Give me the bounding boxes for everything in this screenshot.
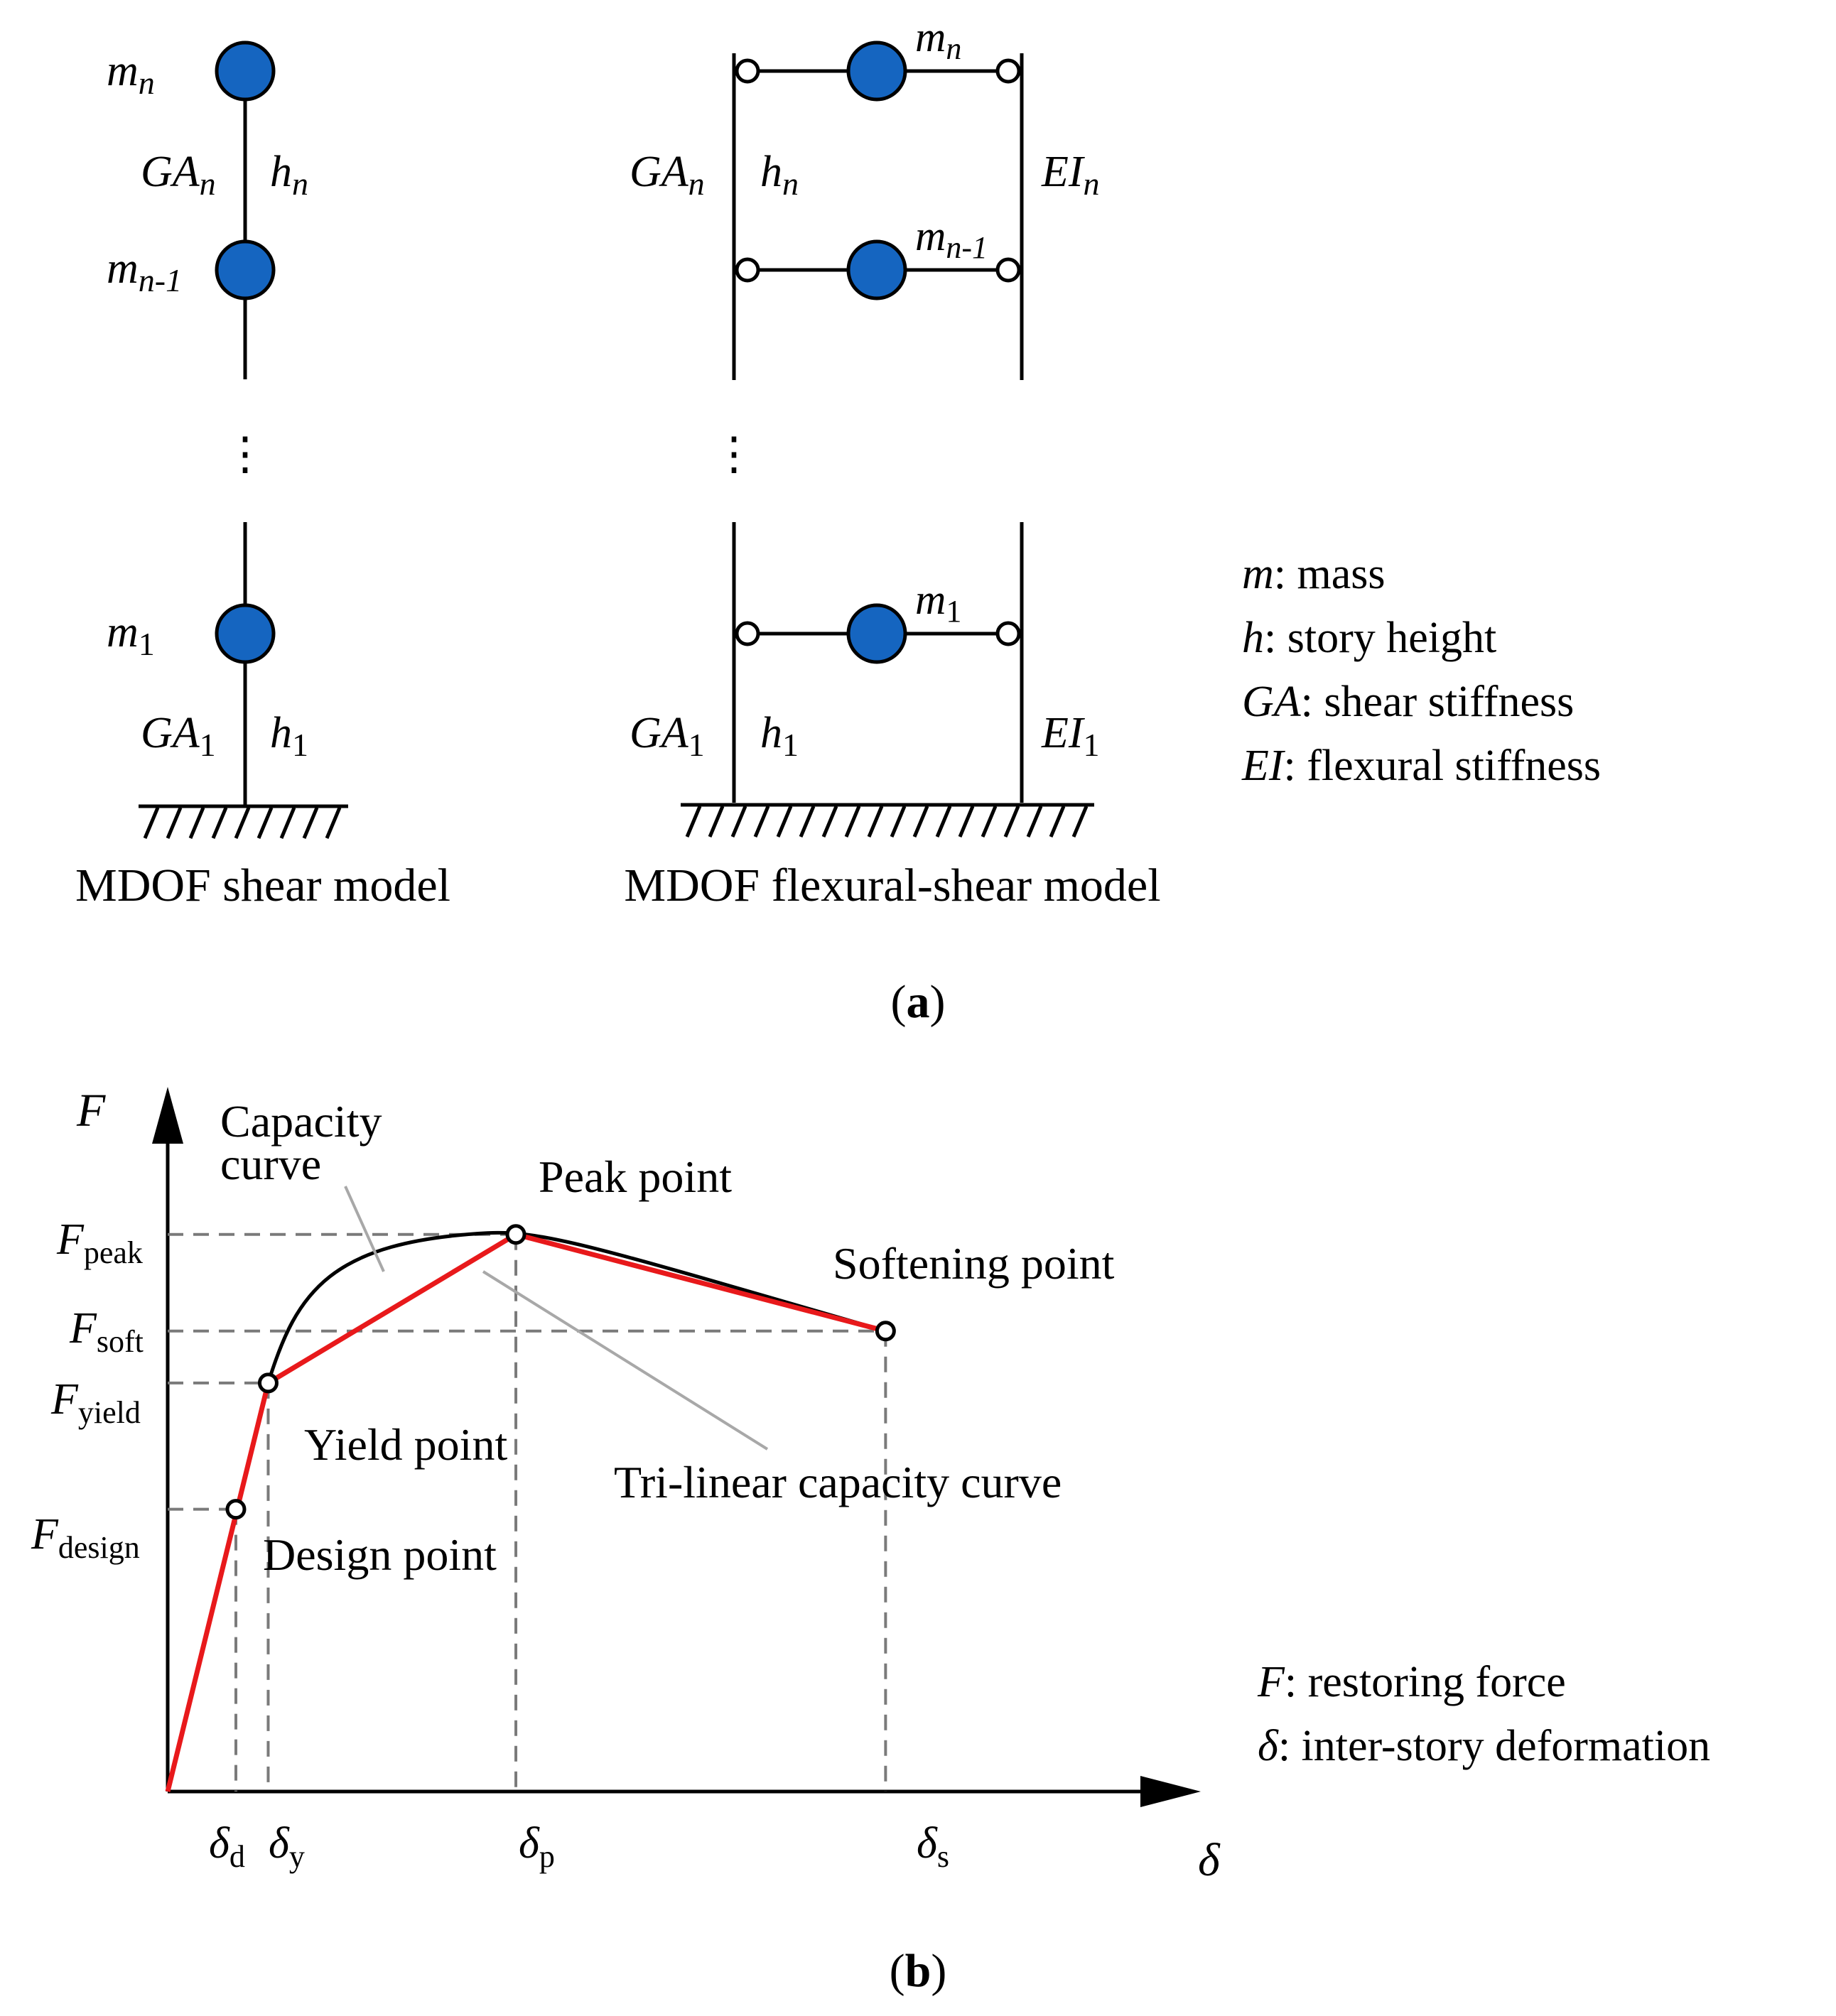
- flexural-flex-bottom-label: EI1: [1041, 709, 1100, 763]
- shear-ground-hatch: [143, 807, 342, 839]
- x-tick-delta-p: δp: [519, 1819, 555, 1874]
- design-point-marker: [225, 1499, 247, 1520]
- peak-point-marker: [505, 1224, 526, 1245]
- capacity-curve-leader: [344, 1186, 385, 1272]
- softening-point-marker: [875, 1321, 896, 1342]
- annotation-yield-point: Yield point: [304, 1419, 507, 1470]
- panel-a: ⋮ mn GAn hn mn-1 m1 GA1 h1 MDOF shear mo…: [75, 13, 1601, 1028]
- x-tick-delta-y: δy: [269, 1819, 305, 1874]
- legend-b-deformation: δ: inter-story deformation: [1258, 1722, 1710, 1770]
- panel-b: F δ Fpeak Fsoft Fyield Fdesign δd δy δp …: [31, 1085, 1710, 1997]
- flexural-pin-bottom-right: [995, 621, 1021, 646]
- flexural-pin-bottom-left: [735, 621, 760, 646]
- trilinear-curve-leader: [482, 1270, 769, 1451]
- y-tick-f-design: Fdesign: [31, 1510, 140, 1565]
- y-tick-f-yield: Fyield: [50, 1375, 141, 1430]
- shear-model-caption: MDOF shear model: [75, 860, 450, 911]
- shear-stiffness-bottom-label: GA1: [141, 709, 216, 763]
- annotation-capacity-curve-2: curve: [220, 1139, 321, 1189]
- x-tick-delta-s: δs: [917, 1819, 949, 1874]
- shear-height-top-label: hn: [270, 148, 308, 202]
- legend-b-force: F: restoring force: [1257, 1658, 1566, 1706]
- flexural-model-caption: MDOF flexural-shear model: [624, 860, 1160, 911]
- shear-ellipsis: ⋮: [222, 428, 268, 479]
- flexural-stiffness-top-label: GAn: [630, 148, 705, 202]
- flexural-ground-hatch: [685, 806, 1089, 838]
- y-axis-arrow: [152, 1087, 183, 1144]
- panel-a-legend: m: mass h: story height GA: shear stiffn…: [1241, 550, 1601, 790]
- guide-lines: [168, 1232, 887, 1792]
- flexural-pin-top-left: [735, 58, 760, 84]
- panel-a-label: (a): [891, 976, 946, 1028]
- flexural-mass-mid: [846, 239, 907, 300]
- flexural-mass-mid-label: mn-1: [915, 212, 988, 265]
- shear-height-bottom-label: h1: [270, 709, 308, 763]
- panel-b-legend: F: restoring force δ: inter-story deform…: [1257, 1658, 1710, 1770]
- curve-points: [225, 1224, 896, 1520]
- x-tick-delta-d: δd: [209, 1819, 245, 1874]
- shear-mass-top-label: mn: [107, 47, 155, 101]
- y-axis-label: F: [76, 1085, 106, 1137]
- y-tick-f-peak: Fpeak: [56, 1215, 143, 1270]
- shear-model: ⋮ mn GAn hn mn-1 m1 GA1 h1 MDOF shear mo…: [75, 40, 450, 911]
- annotation-peak-point: Peak point: [539, 1151, 732, 1202]
- annotation-capacity-curve-1: Capacity: [220, 1096, 382, 1147]
- trilinear-capacity-curve: [165, 1232, 887, 1792]
- annotation-softening-point: Softening point: [833, 1238, 1115, 1289]
- legend-a-height: h: story height: [1242, 614, 1496, 662]
- flexural-mass-top: [846, 40, 907, 102]
- panel-b-label: (b): [890, 1945, 947, 1997]
- flexural-pin-mid-left: [735, 257, 760, 283]
- x-axis-arrow: [1140, 1776, 1201, 1807]
- capacity-curve: [266, 1230, 887, 1384]
- flexural-pin-top-right: [995, 58, 1021, 84]
- shear-mass-top: [215, 40, 276, 102]
- y-tick-f-soft: Fsoft: [69, 1304, 144, 1359]
- legend-a-shear: GA: shear stiffness: [1242, 678, 1574, 726]
- x-axis-label: δ: [1198, 1834, 1221, 1886]
- legend-a-mass: m: mass: [1242, 550, 1386, 598]
- flexural-stiffness-bottom-label: GA1: [630, 709, 705, 763]
- flexural-height-top-label: hn: [760, 148, 799, 202]
- annotation-design-point: Design point: [263, 1529, 497, 1580]
- flexural-shear-model: ⋮ mn GAn hn EIn mn-1 m1 GA1 h1 EI1 MDOF …: [624, 13, 1160, 911]
- shear-mass-bottom-label: m1: [107, 608, 155, 662]
- flexural-mass-top-label: mn: [915, 13, 961, 66]
- shear-stiffness-top-label: GAn: [141, 148, 216, 202]
- flexural-mass-bottom: [846, 603, 907, 664]
- flexural-pin-mid-right: [995, 257, 1021, 283]
- shear-mass-bottom: [215, 603, 276, 664]
- annotation-trilinear-curve: Tri-linear capacity curve: [614, 1457, 1062, 1507]
- shear-mass-mid-label: mn-1: [107, 244, 182, 298]
- flexural-flex-top-label: EIn: [1041, 148, 1100, 202]
- legend-a-flexural: EI: flexural stiffness: [1241, 742, 1601, 790]
- flexural-ellipsis: ⋮: [711, 428, 757, 479]
- flexural-mass-bottom-label: m1: [915, 576, 961, 629]
- flexural-height-bottom-label: h1: [760, 709, 799, 763]
- shear-mass-mid: [215, 239, 276, 300]
- yield-point-marker: [257, 1372, 279, 1394]
